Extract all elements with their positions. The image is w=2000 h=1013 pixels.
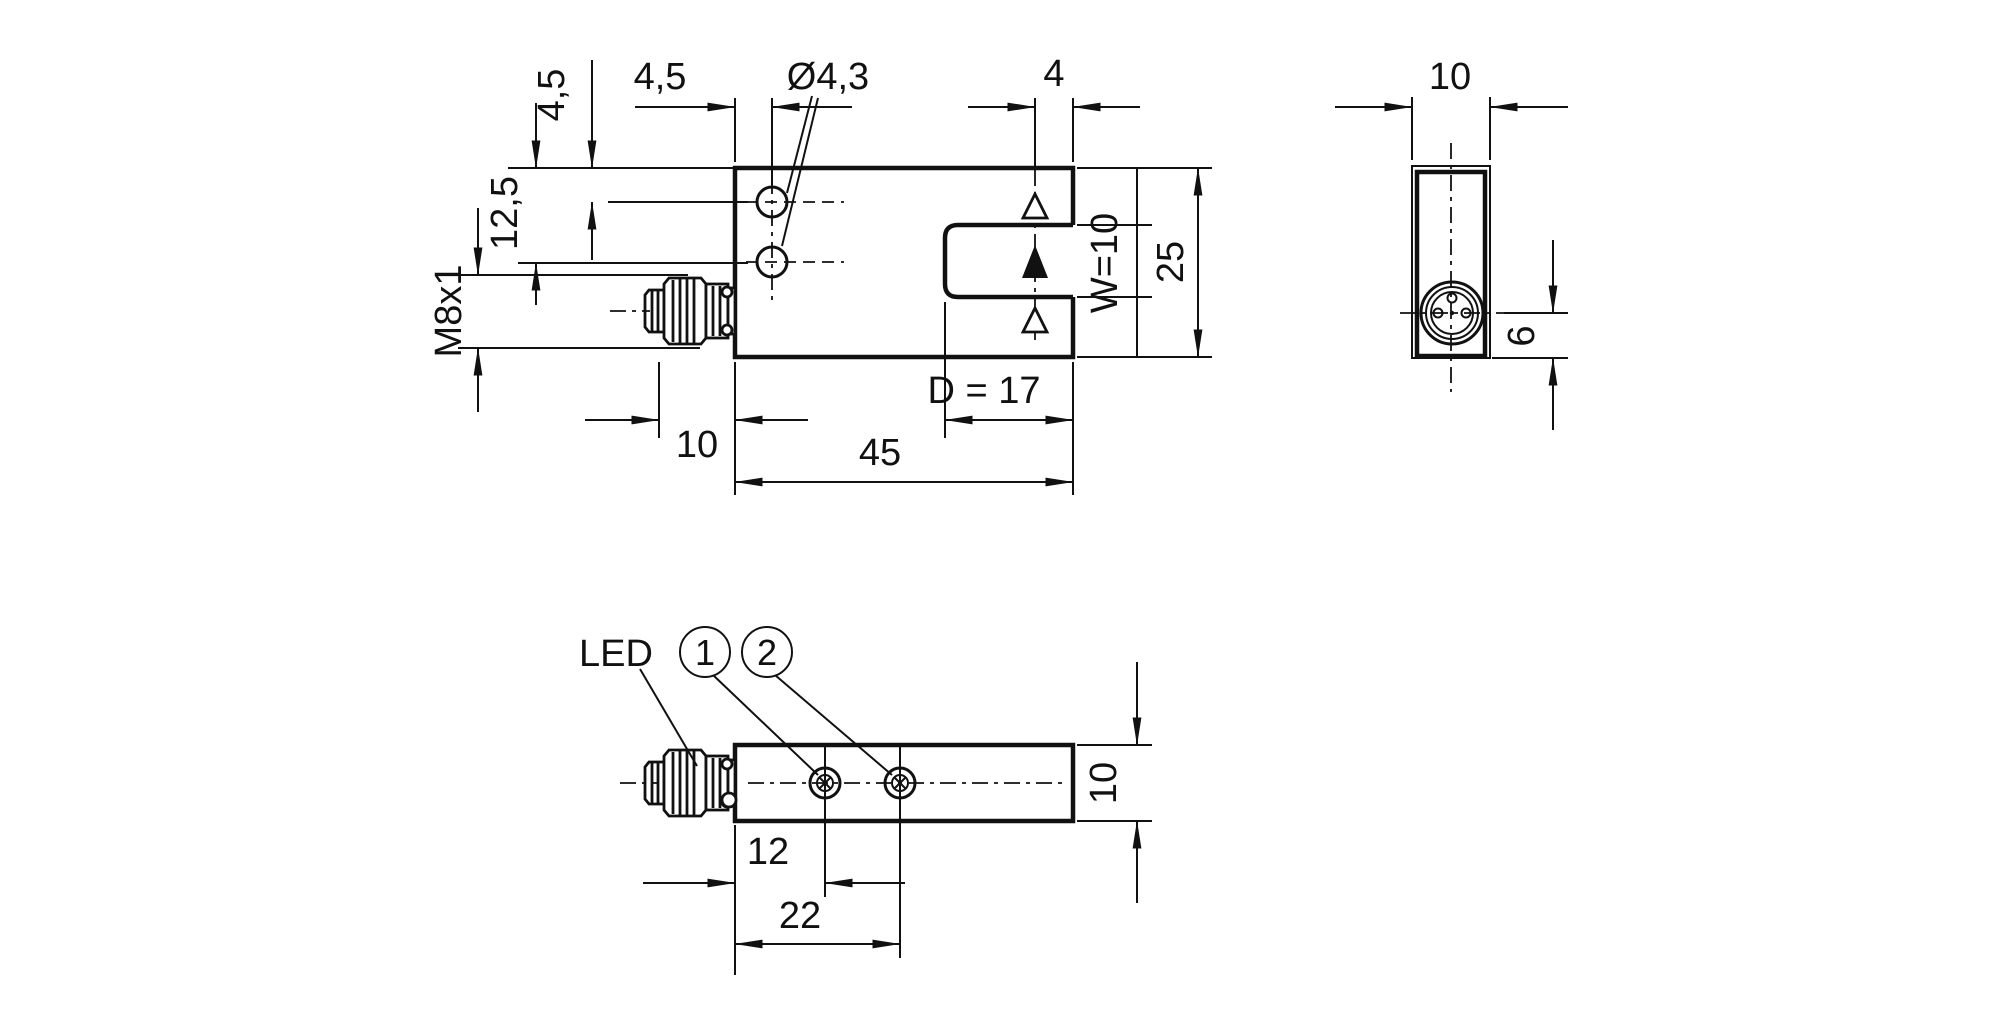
- dim-label-connector-length: 10: [676, 424, 718, 466]
- dim-label-hole-diameter: Ø4,3: [787, 56, 869, 98]
- callout-2-number: 2: [757, 632, 777, 673]
- callout-1-number: 1: [695, 632, 715, 673]
- thread-label: M8x1: [428, 265, 470, 358]
- led-dome-icon: [720, 791, 738, 809]
- dim-label-length: 45: [859, 432, 901, 474]
- front-left-dimensions: 4,5 12,5 M8x1: [428, 60, 748, 412]
- bottom-dimensions: 12 22 10: [643, 662, 1152, 975]
- dim-label-width: 10: [1429, 56, 1471, 98]
- m8-connector-side-icon: [620, 748, 737, 818]
- side-view: 10 6: [1335, 56, 1568, 430]
- dim-label-thickness: 10: [1083, 762, 1125, 804]
- dim-label-axis-to-edge: 4: [1043, 53, 1064, 95]
- front-top-dimensions: 4,5 Ø4,3 4: [634, 53, 1140, 185]
- callout-1-badge: 1: [679, 626, 819, 776]
- front-bottom-dimensions: 10 D = 17 45: [585, 302, 1074, 495]
- dim-label-slot-depth: D = 17: [927, 370, 1040, 412]
- bottom-view: LED 1 2 12 22 10: [579, 626, 1152, 975]
- m8-connector-side-icon: [610, 276, 737, 346]
- led-leader-line: [639, 668, 698, 767]
- dim-label-height: 25: [1150, 241, 1192, 283]
- dim-label-hole1-from-top: 4,5: [531, 69, 573, 122]
- m8-connector-face-icon: [1400, 280, 1504, 346]
- dim-label-connector-offset: 6: [1501, 325, 1543, 346]
- dim-label-led1: 12: [747, 831, 789, 873]
- optical-axis-marker: [1020, 98, 1050, 340]
- mounting-hole-icon: [746, 178, 844, 304]
- led-indicator-icon: [883, 747, 917, 958]
- led-indicator-icon: [808, 747, 842, 897]
- dim-label-hole-from-left: 4,5: [634, 56, 687, 98]
- front-view: 4,5 Ø4,3 4 4,5 12,5 M8x1: [428, 53, 1212, 495]
- side-body-outline: [1414, 169, 1488, 359]
- dim-label-slot-width: W=10: [1084, 213, 1126, 313]
- fork-slot-outline: [942, 222, 1073, 300]
- led-label: LED: [579, 633, 653, 675]
- dim-label-led2: 22: [779, 895, 821, 937]
- front-right-dimensions: W=10 25: [1077, 167, 1212, 358]
- hole-leader-line: [781, 97, 819, 247]
- dim-label-hole2-from-top: 12,5: [484, 176, 526, 250]
- callout-2-badge: 2: [741, 626, 893, 776]
- hole-leader-line: [786, 95, 813, 194]
- side-dimensions: 10 6: [1335, 56, 1568, 430]
